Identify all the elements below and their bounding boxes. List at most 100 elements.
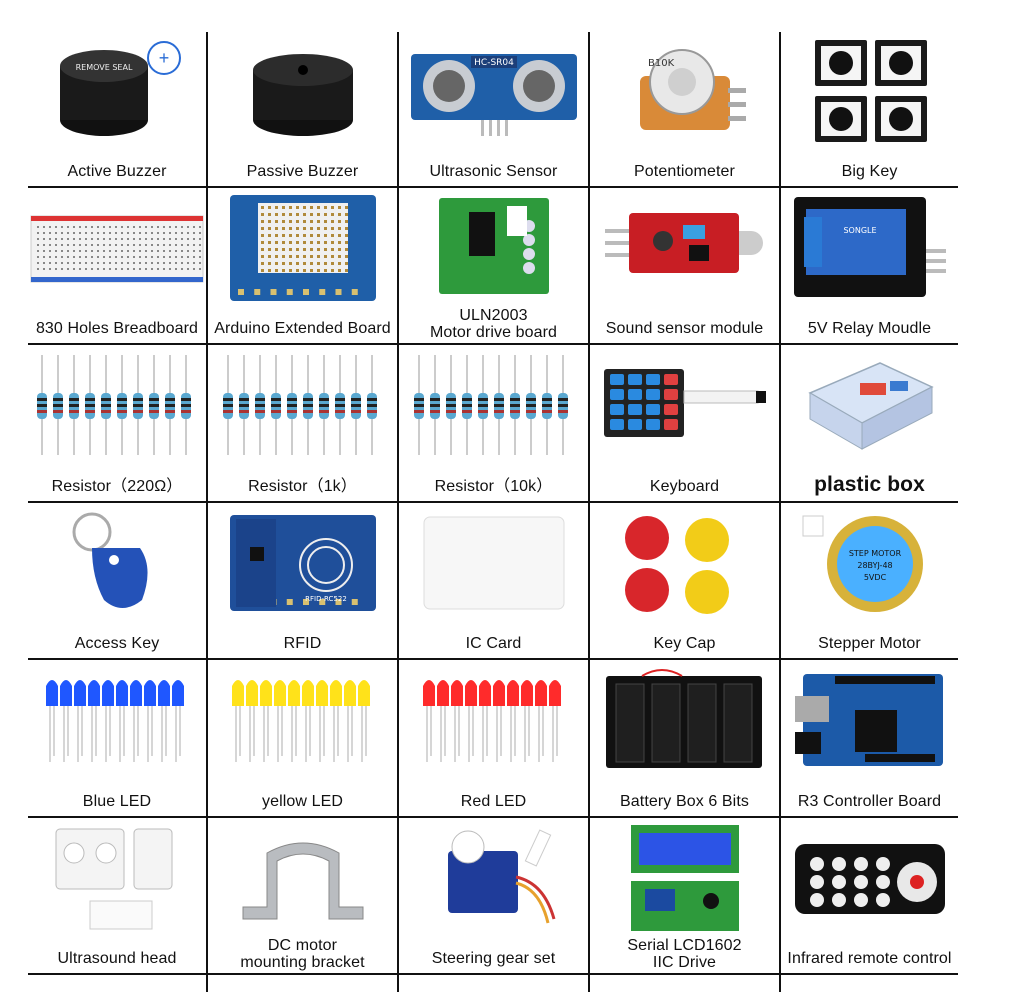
product-label: Keyboard (649, 478, 720, 495)
svg-text:STEP MOTOR: STEP MOTOR (848, 549, 901, 558)
active-buzzer-icon: REMOVE SEAL + (28, 36, 206, 146)
svg-text:+: + (159, 48, 170, 68)
grid-divider (28, 501, 958, 503)
ultrasound-mount-icon (28, 822, 206, 933)
product-label: Active Buzzer (67, 163, 167, 180)
product-card: Key Cap (590, 503, 779, 658)
product-label: 5V Relay Moudle (807, 320, 932, 337)
product-card: Infrared remote control (781, 818, 958, 973)
product-card: Resistor（10k） (399, 345, 588, 501)
ic-card-icon (399, 507, 588, 618)
grid-divider (206, 32, 208, 992)
plastic-box-icon (781, 349, 958, 461)
product-card: SONGLE 5V Relay Moudle (781, 188, 958, 343)
svg-text:HC-SR04: HC-SR04 (474, 58, 514, 68)
product-label: 830 Holes Breadboard (35, 320, 199, 337)
ir-remote-icon (781, 822, 958, 933)
resistor-1k-icon (208, 349, 397, 461)
product-label: Resistor（10k） (434, 478, 553, 495)
product-card: Passive Buzzer (208, 32, 397, 186)
product-card: Sound sensor module (590, 188, 779, 343)
resistor-10k-icon (399, 349, 588, 461)
grid-divider (28, 973, 958, 975)
battery-box-icon (590, 664, 779, 776)
product-card: 830 Holes Breadboard (28, 188, 206, 343)
breadboard-icon (28, 192, 206, 303)
uln2003-board-icon (399, 192, 588, 303)
product-card: Access Key (28, 503, 206, 658)
product-label: R3 Controller Board (797, 793, 942, 810)
product-card: Resistor（220Ω） (28, 345, 206, 501)
grid-divider (28, 816, 958, 818)
product-label: Ultrasound head (57, 950, 177, 967)
sound-sensor-icon (590, 192, 779, 303)
grid-divider (28, 343, 958, 345)
product-label: Key Cap (653, 635, 716, 652)
product-card: yellow LED (208, 660, 397, 816)
key-caps-icon (590, 507, 779, 618)
product-card: IC Card (399, 503, 588, 658)
product-label: Potentiometer (634, 163, 735, 180)
product-label: yellow LED (261, 793, 344, 810)
svg-text:28BYJ-48: 28BYJ-48 (857, 561, 892, 570)
passive-buzzer-icon (208, 36, 397, 146)
resistor-220-icon (28, 349, 206, 461)
motor-bracket-icon (208, 822, 397, 933)
product-label: Steering gear set (431, 950, 556, 967)
product-label: Battery Box 6 Bits (620, 793, 749, 810)
product-label: IC Card (465, 635, 522, 652)
rfid-module-icon: RFID-RC522 (208, 507, 397, 618)
product-card: Ultrasound head (28, 818, 206, 973)
relay-module-icon: SONGLE (781, 192, 958, 303)
product-card: Red LED (399, 660, 588, 816)
product-label: Red LED (460, 793, 527, 810)
product-card: Resistor（1k） (208, 345, 397, 501)
blue-led-icon (28, 664, 206, 776)
keypad-icon (590, 349, 779, 461)
grid-divider (779, 32, 781, 992)
product-label: plastic box (814, 473, 925, 496)
svg-text:SONGLE: SONGLE (843, 226, 876, 235)
product-card: plastic box (781, 345, 958, 501)
product-label: Infrared remote control (787, 950, 952, 967)
grid-divider (588, 32, 590, 992)
product-label: Ultrasonic Sensor (429, 163, 558, 180)
product-card: Steering gear set (399, 818, 588, 973)
product-card: REMOVE SEAL + Active Buzzer (28, 32, 206, 186)
ultrasonic-sensor-icon: HC-SR04 (399, 36, 588, 146)
svg-text:REMOVE SEAL: REMOVE SEAL (76, 63, 133, 72)
product-label: Sound sensor module (605, 320, 764, 337)
rfid-tag-icon (28, 507, 206, 618)
svg-text:RFID-RC522: RFID-RC522 (305, 595, 347, 603)
product-label: Passive Buzzer (246, 163, 359, 180)
product-card: Blue LED (28, 660, 206, 816)
product-card: Battery Box 6 Bits (590, 660, 779, 816)
arduino-extended-board-icon (208, 192, 397, 303)
product-card: B10K Potentiometer (590, 32, 779, 186)
potentiometer-icon: B10K (590, 36, 779, 146)
red-led-icon (399, 664, 588, 776)
product-label: Resistor（1k） (248, 478, 357, 495)
product-label: Arduino Extended Board (214, 320, 391, 337)
product-label: RFID (283, 635, 322, 652)
product-card: R3 Controller Board (781, 660, 958, 816)
servo-icon (399, 822, 588, 933)
product-card: Big Key (781, 32, 958, 186)
grid-divider (28, 658, 958, 660)
yellow-led-icon (208, 664, 397, 776)
big-key-icon (781, 36, 958, 146)
product-label: Blue LED (82, 793, 152, 810)
product-label: Resistor（220Ω） (51, 478, 183, 495)
grid-divider (28, 186, 958, 188)
lcd1602-icon (590, 822, 779, 933)
